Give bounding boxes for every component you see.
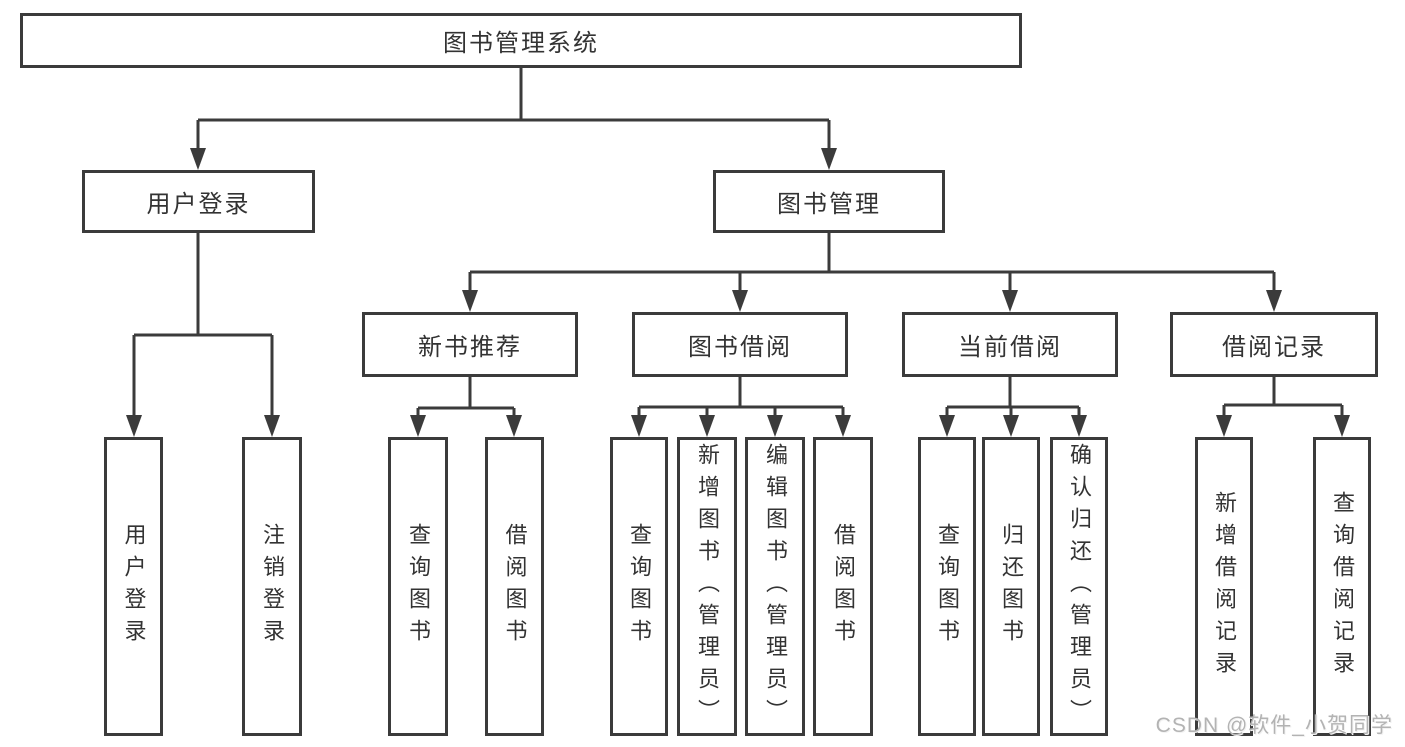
node-query-books-current: 查询图书 [918, 437, 976, 736]
node-book-borrowing: 图书借阅 [632, 312, 848, 377]
node-user-login-leaf: 用户登录 [104, 437, 163, 736]
node-confirm-return-admin: 确认归还（管理员） [1050, 437, 1108, 736]
node-current-borrowing: 当前借阅 [902, 312, 1118, 377]
node-user-login: 用户登录 [82, 170, 315, 233]
node-query-books-borrow: 查询图书 [610, 437, 668, 736]
node-borrow-books-recommend: 借阅图书 [485, 437, 544, 736]
node-edit-book-admin: 编辑图书（管理员） [745, 437, 805, 736]
node-query-books-recommend: 查询图书 [388, 437, 448, 736]
node-add-borrow-record: 新增借阅记录 [1195, 437, 1253, 736]
node-book-management: 图书管理 [713, 170, 945, 233]
node-add-book-admin: 新增图书（管理员） [677, 437, 737, 736]
node-return-book: 归还图书 [982, 437, 1040, 736]
node-new-book-recommend: 新书推荐 [362, 312, 578, 377]
node-root: 图书管理系统 [20, 13, 1022, 68]
node-query-borrow-record: 查询借阅记录 [1313, 437, 1371, 736]
node-borrowing-records: 借阅记录 [1170, 312, 1378, 377]
connector-path [132, 68, 1344, 417]
node-borrow-books-leaf: 借阅图书 [813, 437, 873, 736]
arrowheads [126, 148, 1350, 437]
node-logout-leaf: 注销登录 [242, 437, 302, 736]
watermark: CSDN @软件_小贺同学 [1155, 714, 1393, 737]
